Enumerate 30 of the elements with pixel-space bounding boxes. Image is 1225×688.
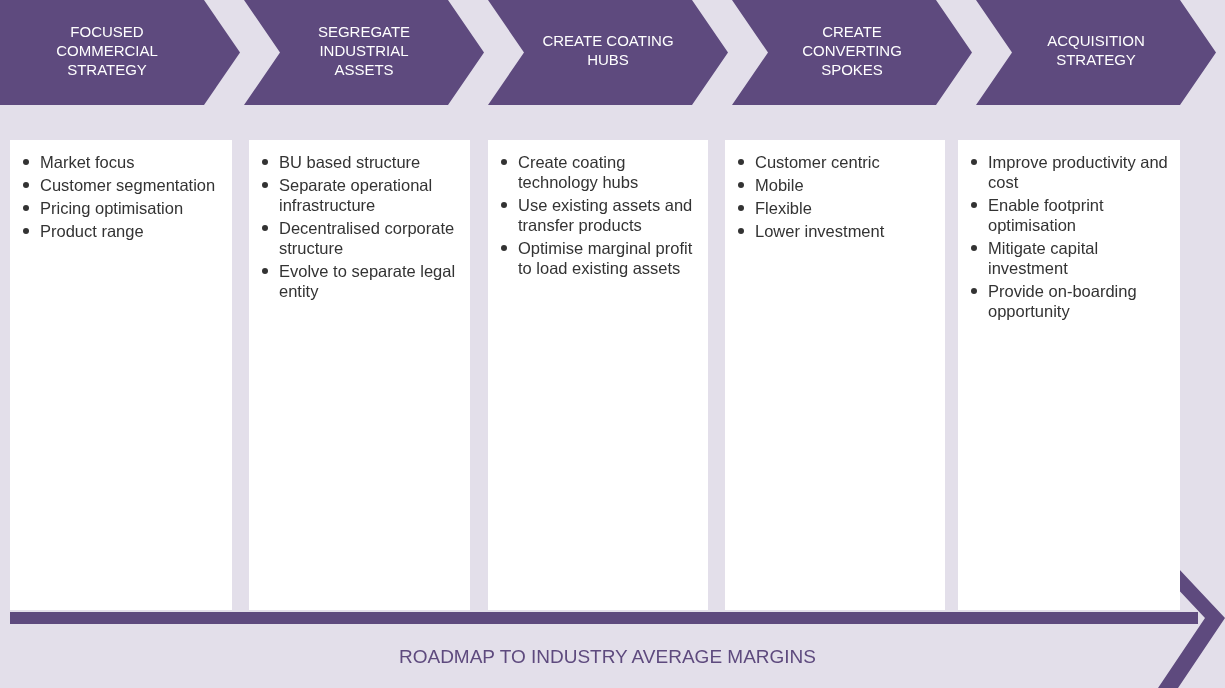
step-title: SEGREGATE INDUSTRIAL ASSETS bbox=[316, 21, 412, 79]
content-card bbox=[249, 140, 470, 610]
roadmap-label: ROADMAP TO INDUSTRY AVERAGE MARGINS bbox=[398, 646, 816, 667]
bullet-item: Provide on-boarding opportunity bbox=[988, 282, 1137, 320]
bullet-item: Separate operational infrastructure bbox=[279, 176, 433, 214]
content-card bbox=[488, 140, 708, 610]
bullet-item: Improve productivity and cost bbox=[988, 153, 1168, 191]
bullet-item: Optimise marginal profit to load existing assets bbox=[518, 239, 693, 277]
step-title: FOCUSED COMMERCIAL STRATEGY bbox=[55, 21, 159, 79]
bullet-item: Create coating technology hubs bbox=[518, 153, 639, 191]
bullet-item: Pricing optimisation bbox=[40, 199, 184, 217]
content-card bbox=[725, 140, 945, 610]
bullet-item: Lower investment bbox=[755, 222, 885, 240]
bullet-item: Decentralised corporate structure bbox=[279, 219, 455, 257]
bullet-item: Product range bbox=[40, 222, 144, 240]
bullet-item: Flexible bbox=[755, 199, 812, 217]
bullet-item: Customer centric bbox=[755, 153, 880, 171]
bullet-item: BU based structure bbox=[279, 153, 421, 171]
bullet-item: Customer segmentation bbox=[40, 176, 216, 194]
bullet-item: Evolve to separate legal entity bbox=[279, 262, 456, 300]
bullet-item: Enable footprint optimisation bbox=[988, 196, 1104, 234]
step-title: CREATE COATING HUBS bbox=[541, 31, 675, 69]
bullet-item: Market focus bbox=[40, 153, 135, 171]
content-card bbox=[10, 140, 232, 610]
bullet-item: Mobile bbox=[755, 176, 804, 194]
bullet-item: Use existing assets and transfer products bbox=[518, 196, 693, 234]
bullet-item: Mitigate capital investment bbox=[988, 239, 1099, 277]
step-title: CREATE CONVERTING SPOKES bbox=[801, 21, 903, 79]
step-title: ACQUISITION STRATEGY bbox=[1046, 31, 1146, 69]
content-card bbox=[958, 140, 1180, 610]
